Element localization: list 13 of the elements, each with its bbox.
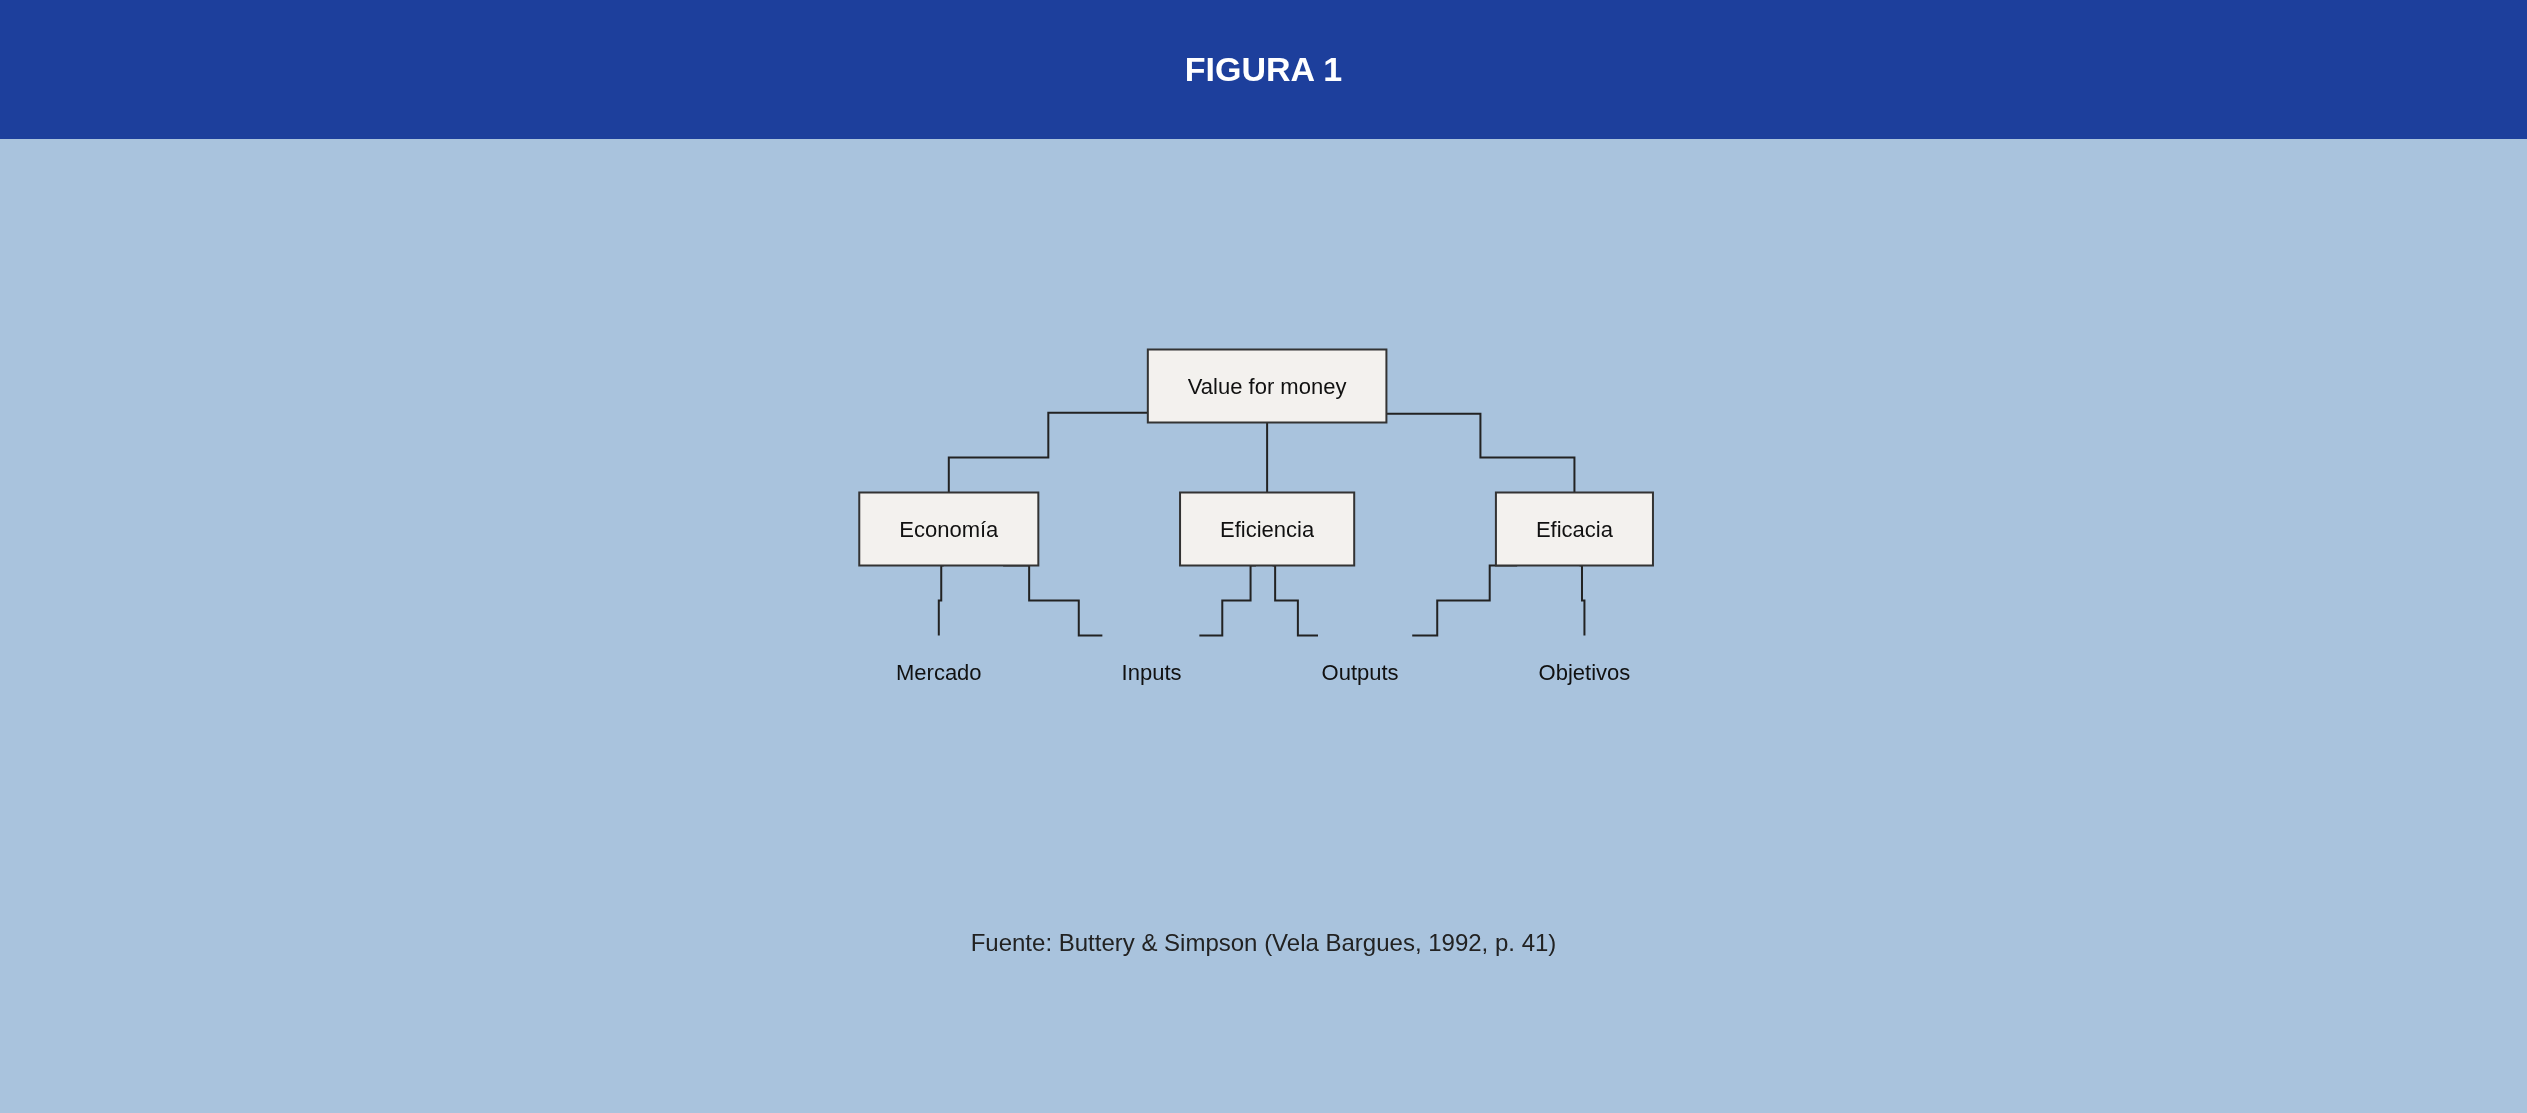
caption: Fuente: Buttery & Simpson (Vela Bargues, 1992, p. 41) [969, 929, 1558, 957]
connector [1271, 564, 1320, 637]
figure-title: FIGURA 1 [0, 0, 2527, 139]
node-text: Inputs [1121, 659, 1182, 685]
node-text: Mercado [896, 659, 982, 685]
node-box: Eficacia [1495, 491, 1655, 567]
node-box: Eficiencia [1179, 491, 1356, 567]
node-box: Economía [858, 491, 1040, 567]
node-text: Outputs [1321, 659, 1399, 685]
node-text: Objetivos [1538, 659, 1631, 685]
connector [1266, 421, 1269, 494]
connector [1578, 564, 1586, 637]
node-box: Value for money [1147, 348, 1388, 424]
